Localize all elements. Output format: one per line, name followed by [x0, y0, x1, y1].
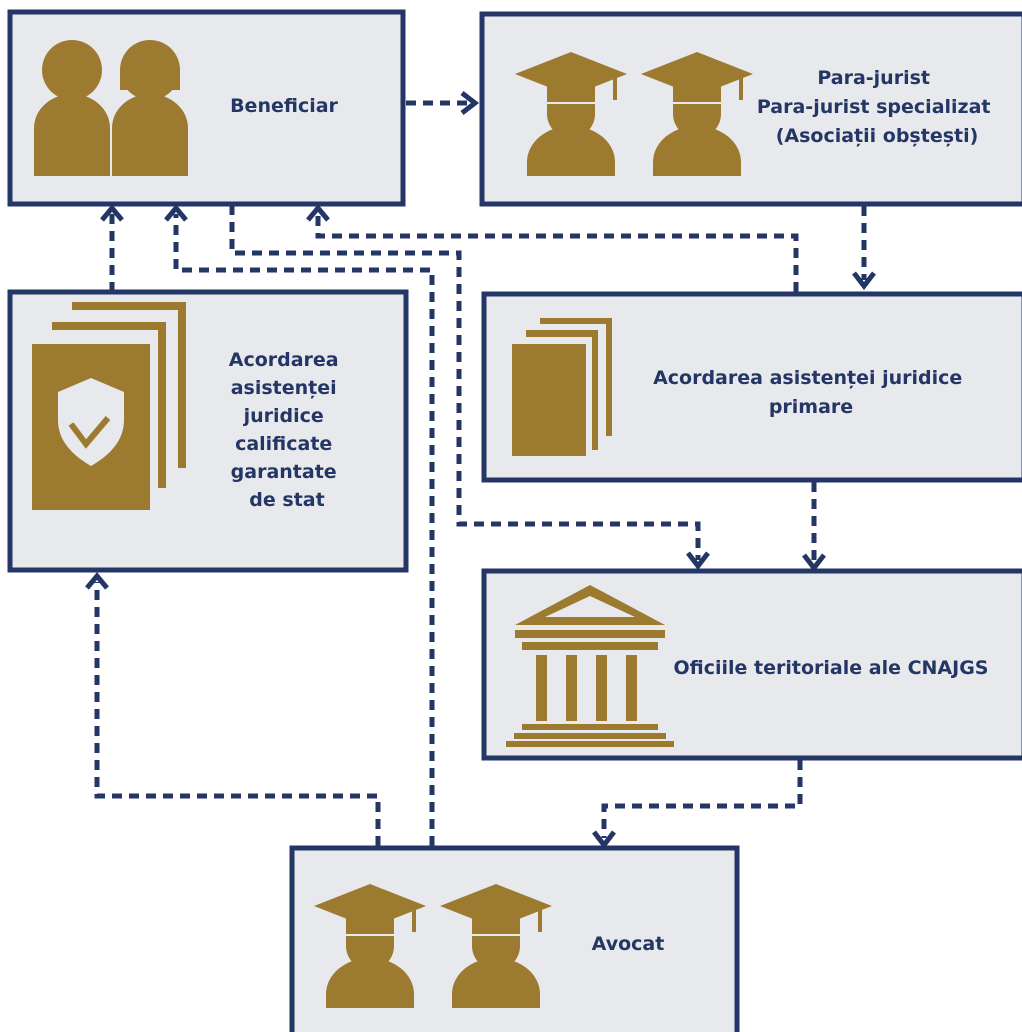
arrowhead-beneficiar-a [100, 204, 124, 222]
arrowhead-beneficiar-c [306, 204, 330, 222]
node-asistenta-primara: Acordarea asistenței juridice primare [481, 291, 1022, 483]
arrowhead-avocat [592, 830, 616, 850]
two-people-icon [34, 40, 188, 176]
arrowhead-primara [852, 271, 876, 291]
node-para-jurist: Para-jurist Para-jurist specializat (Aso… [479, 11, 1022, 207]
courthouse-icon [506, 585, 674, 747]
edge-avocat-calificata [94, 582, 381, 846]
edge-beneficiar-oficiile [229, 205, 701, 560]
node-label-beneficiar: Beneficiar [230, 95, 338, 117]
node-label-avocat: Avocat [592, 933, 665, 955]
node-label-para-jurist: Para-jurist Para-jurist specializat (Aso… [757, 67, 997, 147]
node-label-oficiile: Oficiile teritoriale ale CNAJGS [674, 657, 989, 679]
edge-primara-beneficiar [315, 214, 799, 292]
connectors [85, 91, 876, 850]
arrowhead-para-jurist [460, 91, 480, 115]
node-asistenta-calificata: Acordarea asistenței juridice calificate… [7, 289, 409, 573]
arrowhead-beneficiar-b [164, 204, 188, 222]
edge-avocat-beneficiar [173, 214, 435, 846]
shield-document-icon [32, 302, 186, 510]
documents-stack-icon [512, 318, 612, 456]
node-oficiile: Oficiile teritoriale ale CNAJGS [481, 568, 1022, 761]
node-label-asistenta-calificata: Acordarea asistenței juridice calificate… [229, 349, 346, 511]
node-label-asistenta-primara: Acordarea asistenței juridice primare [653, 367, 969, 418]
node-beneficiar: Beneficiar [7, 9, 406, 207]
edge-oficiile-avocat [601, 760, 803, 838]
arrowhead-calificata [85, 572, 109, 590]
node-avocat: Avocat [289, 845, 740, 1032]
arrowhead-oficiile-right [802, 553, 826, 573]
arrowhead-oficiile-left [686, 551, 710, 571]
